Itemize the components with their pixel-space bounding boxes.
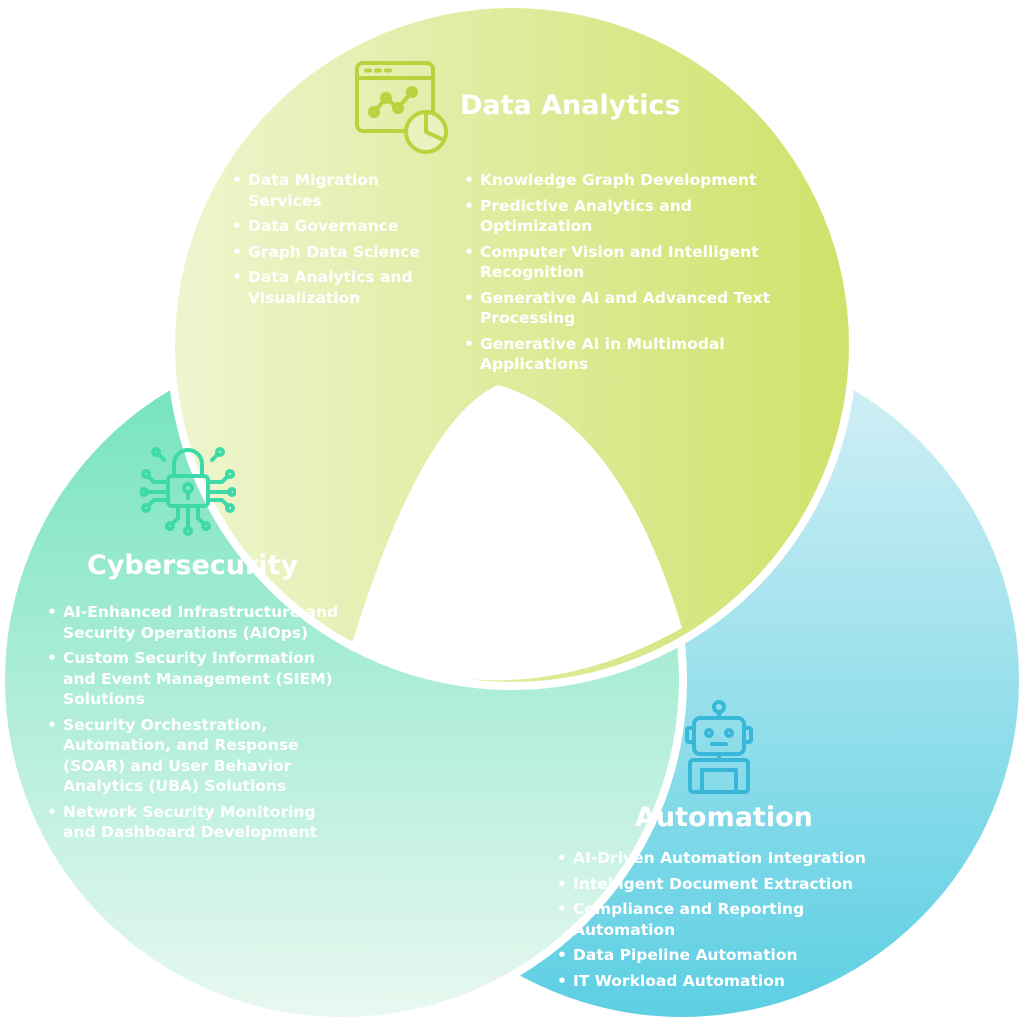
list-item: Generative AI and Advanced Text Processi… [464,288,784,329]
list-item: Knowledge Graph Development [464,170,784,191]
cybersecurity-title: Cybersecurity [87,550,299,581]
analytics-title: Data Analytics [460,90,681,121]
list-item: Network Security Monitoring and Dashboar… [47,802,339,843]
automation-list: AI-Driven Automation IntegrationIntellig… [557,848,887,996]
list-item: AI-Enhanced Infrastructure and Security … [47,602,339,643]
list-item: Security Orchestration, Automation, and … [47,715,339,797]
analytics-dashboard-icon [355,61,448,154]
list-item: Generative AI in Multimodal Applications [464,334,784,375]
circuit-lock-icon [140,447,236,536]
list-item: Data Governance [232,216,444,237]
list-item: IT Workload Automation [557,971,887,992]
list-item: Data Analytics and Visualization [232,267,444,308]
analytics-list-left: Data Migration ServicesData GovernanceGr… [232,170,444,313]
robot-icon [685,700,753,794]
list-item: Computer Vision and Intelligent Recognit… [464,242,784,283]
list-item: Custom Security Information and Event Ma… [47,648,339,710]
automation-title: Automation [635,802,813,833]
analytics-list-right: Knowledge Graph DevelopmentPredictive An… [464,170,784,380]
list-item: Predictive Analytics and Optimization [464,196,784,237]
list-item: AI-Driven Automation Integration [557,848,887,869]
list-item: Data Migration Services [232,170,444,211]
list-item: Compliance and Reporting Automation [557,899,887,940]
cybersecurity-list: AI-Enhanced Infrastructure and Security … [47,602,339,848]
list-item: Intelligent Document Extraction [557,874,887,895]
list-item: Data Pipeline Automation [557,945,887,966]
list-item: Graph Data Science [232,242,444,263]
center-hub [350,385,682,681]
